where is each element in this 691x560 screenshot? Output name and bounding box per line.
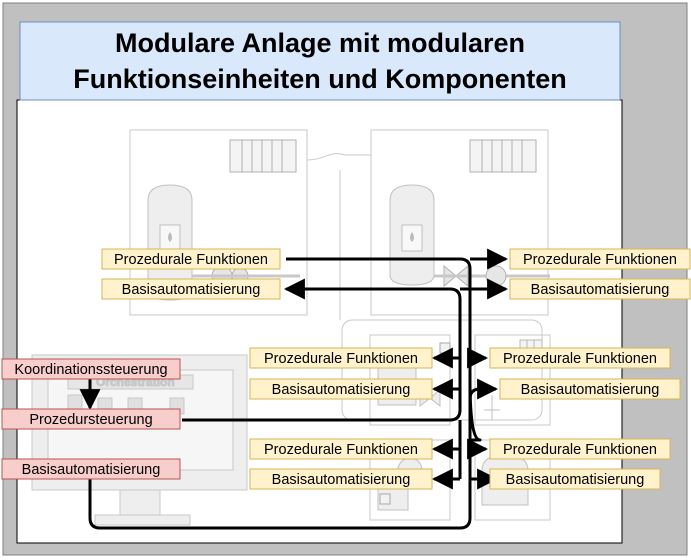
- fe1-procedural-label: Prozedurale Funktionen: [249, 347, 433, 369]
- svg-text:Basisautomatisierung: Basisautomatisierung: [122, 282, 261, 298]
- module1-basic-label: Basisautomatisierung: [101, 278, 281, 300]
- svg-text:Basisautomatisierung: Basisautomatisierung: [272, 472, 411, 488]
- svg-text:Prozedurale Funktionen: Prozedurale Funktionen: [503, 442, 657, 458]
- svg-text:Basisautomatisierung: Basisautomatisierung: [272, 382, 411, 398]
- line-bottom-return: [88, 478, 472, 530]
- line-right-trunk-junction: [468, 379, 482, 442]
- svg-text:Koordinationssteuerung: Koordinationssteuerung: [14, 362, 167, 378]
- svg-text:Basisautomatisierung: Basisautomatisierung: [521, 382, 660, 398]
- svg-text:Prozedurale Funktionen: Prozedurale Funktionen: [264, 351, 418, 367]
- fe4-procedural-label: Prozedurale Funktionen: [489, 438, 671, 460]
- tank-icon: [389, 184, 435, 286]
- svg-text:Basisautomatisierung: Basisautomatisierung: [506, 472, 645, 488]
- module-1-outline: [129, 129, 308, 316]
- title-line-1: Modulare Anlage mit modularen: [115, 28, 525, 58]
- plc-rack-icon: [229, 139, 297, 173]
- fe2-procedural-label: Prozedurale Funktionen: [489, 347, 671, 369]
- title-box: Modulare Anlage mit modularen Funktionse…: [19, 21, 621, 101]
- line-module1-basic: [182, 278, 462, 422]
- svg-text:Basisautomatisierung: Basisautomatisierung: [531, 282, 670, 298]
- module1-procedural-label: Prozedurale Funktionen: [101, 248, 281, 270]
- title-line-2: Funktionseinheiten und Komponenten: [73, 64, 566, 94]
- line-module1-procedural: [286, 257, 472, 518]
- module-labels: Prozedurale Funktionen Basisautomatisier…: [101, 248, 691, 490]
- module2-procedural-label: Prozedurale Funktionen: [509, 248, 691, 270]
- svg-text:Prozedurale Funktionen: Prozedurale Funktionen: [264, 442, 418, 458]
- svg-text:Prozedurale Funktionen: Prozedurale Funktionen: [503, 351, 657, 367]
- module-link-1: [306, 153, 371, 161]
- pol-basic-label: Basisautomatisierung: [1, 458, 181, 480]
- fe2-basic-label: Basisautomatisierung: [499, 378, 681, 400]
- fe1-basic-label: Basisautomatisierung: [249, 378, 433, 400]
- procedure-control-label: Prozedursteuerung: [1, 408, 181, 430]
- plc-rack-icon: [469, 139, 537, 173]
- svg-text:Prozedursteuerung: Prozedursteuerung: [29, 412, 152, 428]
- svg-text:Prozedurale Funktionen: Prozedurale Funktionen: [523, 252, 677, 268]
- pol-labels: Koordinationssteuerung Prozedursteuerung…: [1, 358, 181, 480]
- fe3-procedural-label: Prozedurale Funktionen: [249, 438, 433, 460]
- svg-text:Basisautomatisierung: Basisautomatisierung: [22, 462, 161, 478]
- fe4-basic-label: Basisautomatisierung: [489, 468, 661, 490]
- pump-icon: [485, 265, 507, 287]
- line-mid-right-procedural: [467, 347, 489, 369]
- coordination-label: Koordinationssteuerung: [1, 358, 181, 380]
- fe3-basic-label: Basisautomatisierung: [249, 468, 433, 490]
- svg-text:Prozedurale Funktionen: Prozedurale Funktionen: [114, 252, 268, 268]
- module2-basic-label: Basisautomatisierung: [509, 278, 691, 300]
